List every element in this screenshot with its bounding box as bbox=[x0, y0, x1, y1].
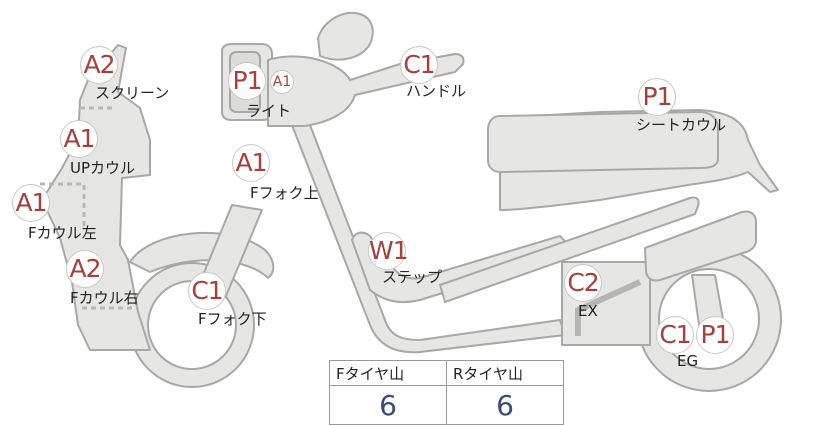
code-badge-seat-cowl: P1 bbox=[638, 78, 676, 116]
part-label-up-cowl: UPカウル bbox=[70, 159, 136, 177]
code-badge-f-cowl-right: A2 bbox=[66, 250, 104, 288]
shock-unit bbox=[644, 210, 757, 282]
code-badge-light-secondary: A1 bbox=[270, 70, 294, 94]
code-badge-exhaust: C2 bbox=[564, 264, 602, 302]
part-label-f-fork-lower: Fフォク下 bbox=[198, 310, 267, 328]
value-rear-tire: 6 bbox=[446, 385, 564, 425]
header-rear-tire: Rタイヤ山 bbox=[446, 360, 564, 386]
part-label-screen: スクリーン bbox=[95, 84, 170, 102]
part-label-step: ステップ bbox=[382, 268, 443, 286]
code-badge-f-fork-upper: A1 bbox=[232, 144, 270, 182]
exhaust-pipe bbox=[575, 279, 642, 336]
value-front-tire: 6 bbox=[329, 385, 447, 425]
part-label-seat-cowl: シートカウル bbox=[636, 116, 727, 134]
code-badge-up-cowl: A1 bbox=[60, 120, 98, 158]
part-label-engine: EG bbox=[677, 352, 699, 370]
code-badge-light: P1 bbox=[228, 62, 266, 100]
part-label-f-cowl-right: Fカウル右 bbox=[70, 289, 139, 307]
code-badge-engine-secondary: P1 bbox=[696, 316, 734, 354]
part-label-f-cowl-left: Fカウル左 bbox=[28, 224, 97, 242]
header-front-tire: Fタイヤ山 bbox=[329, 360, 447, 386]
code-badge-screen: A2 bbox=[80, 46, 118, 84]
code-badge-engine: C1 bbox=[656, 316, 694, 354]
code-badge-f-cowl-left: A1 bbox=[12, 184, 50, 222]
floorboard bbox=[351, 231, 576, 304]
part-label-light: ライト bbox=[246, 102, 292, 120]
part-label-handle: ハンドル bbox=[406, 82, 467, 100]
code-badge-step: W1 bbox=[368, 232, 409, 270]
part-label-exhaust: EX bbox=[578, 302, 598, 320]
code-badge-handle: C1 bbox=[400, 46, 438, 84]
seam-cowl-left bbox=[40, 182, 86, 230]
seat-cushion bbox=[487, 111, 719, 173]
tire-tread-table: Fタイヤ山 Rタイヤ山 6 6 bbox=[329, 360, 564, 425]
side-rail bbox=[439, 196, 700, 303]
code-badge-f-fork-lower: C1 bbox=[188, 272, 226, 310]
mirror bbox=[317, 12, 374, 61]
part-label-f-fork-upper: Fフォク上 bbox=[250, 184, 319, 202]
